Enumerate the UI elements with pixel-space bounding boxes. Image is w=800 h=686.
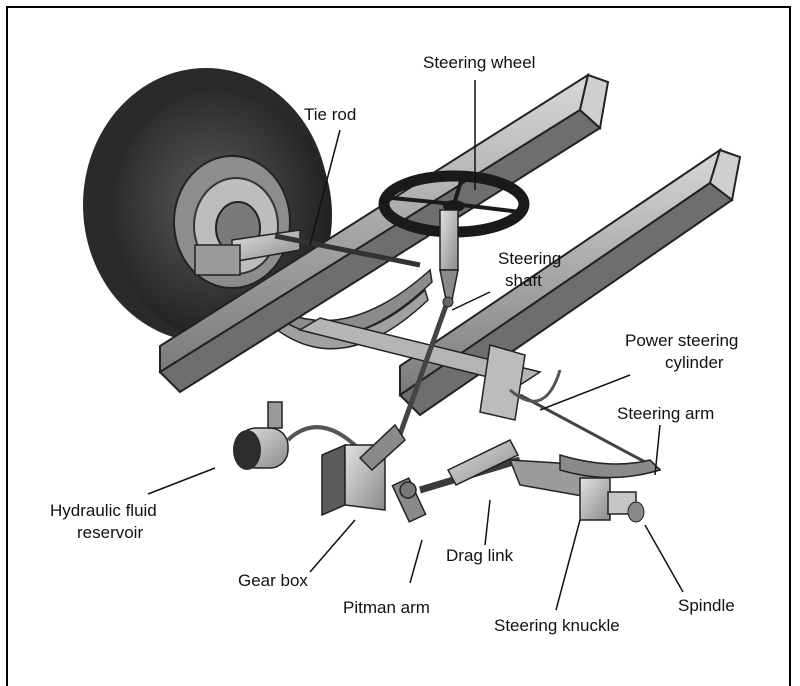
steering-wheel xyxy=(378,170,530,238)
steering-shaft xyxy=(395,209,459,441)
label-hydraulic-fluid-reservoir-line1: Hydraulic fluid xyxy=(50,501,157,520)
label-drag-link: Drag link xyxy=(446,546,514,565)
label-steering-shaft-line2: shaft xyxy=(505,271,542,290)
power-steering-cylinder xyxy=(446,344,562,486)
label-steering-knuckle: Steering knuckle xyxy=(494,616,620,635)
gear-box xyxy=(321,423,406,517)
pitman-arm xyxy=(391,477,427,523)
hydraulic-reservoir xyxy=(233,401,362,470)
cross-member xyxy=(298,317,542,386)
label-steering-arm: Steering arm xyxy=(617,404,715,423)
axle-link xyxy=(519,393,661,472)
label-steering-wheel: Steering wheel xyxy=(423,53,536,72)
label-pitman-arm: Pitman arm xyxy=(343,598,430,617)
frame-rail-rear xyxy=(398,147,742,417)
label-power-steering-cylinder-line2: cylinder xyxy=(665,353,724,372)
wheel xyxy=(83,68,332,342)
tie-rod xyxy=(194,229,421,276)
label-tie-rod: Tie rod xyxy=(304,105,357,124)
label-power-steering-cylinder-line1: Power steering xyxy=(625,331,739,350)
leader-lines xyxy=(147,80,684,611)
label-steering-shaft-line1: Steering xyxy=(498,249,562,268)
label-spindle: Spindle xyxy=(678,596,735,615)
label-gear-box: Gear box xyxy=(238,571,308,590)
steering-arm xyxy=(559,453,662,479)
label-hydraulic-fluid-reservoir-line2: reservoir xyxy=(77,523,144,542)
